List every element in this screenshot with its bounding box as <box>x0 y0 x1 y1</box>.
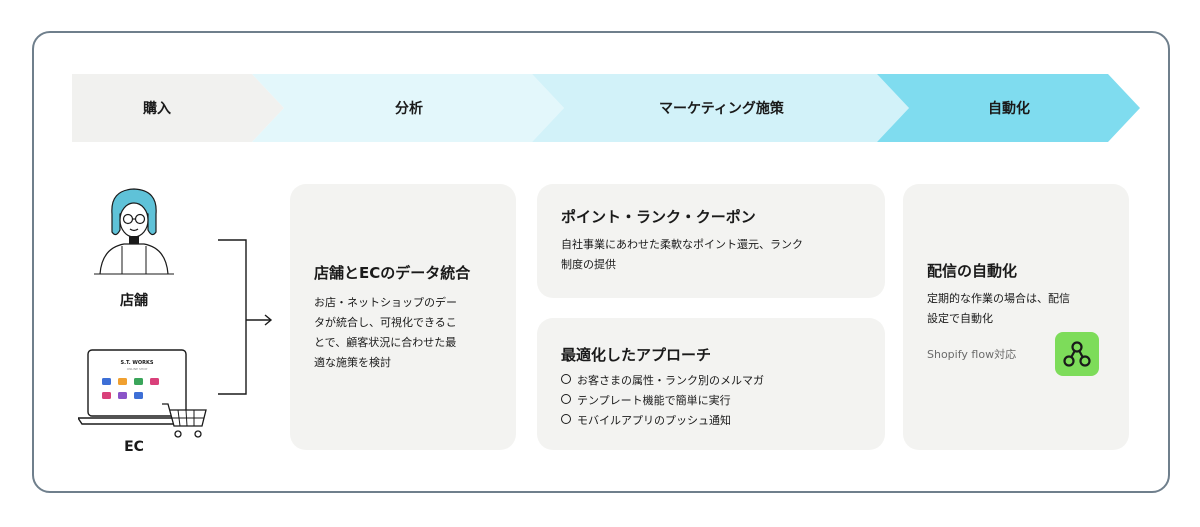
hair <box>111 188 157 236</box>
text-line: タが統合し、可視化できるこ <box>314 316 457 329</box>
store-customer-illustration <box>94 188 174 275</box>
stage-label-analysis: 分析 <box>395 101 423 117</box>
merge-connector <box>218 239 273 395</box>
stage-arrow-purchase <box>72 74 284 142</box>
approach-list: お客さまの属性・ランク別のメルマガ テンプレート機能で簡単に実行 モバイルアプリ… <box>561 371 863 431</box>
stage-label-automation: 自動化 <box>988 101 1030 117</box>
card-data-integration: 店舗とECのデータ統合 お店・ネットショップのデー タが統合し、可視化できるこ … <box>290 184 516 450</box>
laptop-brand: S.T. WORKS <box>121 360 154 366</box>
list-item-text: お客さまの属性・ランク別のメルマガ <box>577 374 764 387</box>
circle-bullet-icon <box>561 414 571 424</box>
card-title: ポイント・ランク・クーポン <box>561 208 756 226</box>
ec-laptop-illustration: S.T. WORKS ONLINE SHOP <box>78 349 207 438</box>
ec-label: EC <box>124 439 144 455</box>
shopify-flow-note: Shopify flow対応 <box>927 348 1017 361</box>
card-points-rank-coupon: ポイント・ランク・クーポン 自社事業にあわせた柔軟なポイント還元、ランク 制度の… <box>537 184 885 298</box>
card-text: お店・ネットショップのデー タが統合し、可視化できるこ とで、顧客状況に合わせた… <box>314 293 496 373</box>
list-item-text: モバイルアプリのプッシュ通知 <box>577 414 731 427</box>
stage-arrow-marketing <box>532 74 909 142</box>
store-label: 店舗 <box>120 293 148 309</box>
neck <box>129 236 139 244</box>
list-item: お客さまの属性・ランク別のメルマガ <box>561 371 863 391</box>
stage-arrows <box>72 74 1140 142</box>
text-line: 定期的な作業の場合は、配信 <box>927 292 1070 305</box>
text-line: お店・ネットショップのデー <box>314 296 457 309</box>
card-delivery-automation: 配信の自動化 定期的な作業の場合は、配信 設定で自動化 Shopify flow… <box>903 184 1129 450</box>
card-title: 配信の自動化 <box>927 262 1018 280</box>
stage-flow: 購入 分析 マーケティング施策 自動化 <box>72 74 1140 142</box>
text-line: 適な施策を検討 <box>314 356 391 369</box>
text-line: 自社事業にあわせた柔軟なポイント還元、ランク <box>561 238 803 251</box>
text-line: 設定で自動化 <box>927 312 993 325</box>
stage-label-marketing: マーケティング施策 <box>659 101 784 117</box>
shopify-flow-row: Shopify flow対応 <box>927 332 1099 376</box>
text-line: とで、顧客状況に合わせた最 <box>314 336 457 349</box>
shopify-flow-icon <box>1055 332 1099 376</box>
laptop-tagline: ONLINE SHOP <box>127 367 148 371</box>
list-item: テンプレート機能で簡単に実行 <box>561 391 863 411</box>
card-text: 自社事業にあわせた柔軟なポイント還元、ランク 制度の提供 <box>561 235 863 275</box>
stage-arrow-automation <box>877 74 1140 142</box>
circle-bullet-icon <box>561 374 571 384</box>
shoulders <box>99 243 169 275</box>
list-item: モバイルアプリのプッシュ通知 <box>561 411 863 431</box>
text-line: 制度の提供 <box>561 258 616 271</box>
list-item-text: テンプレート機能で簡単に実行 <box>577 394 731 407</box>
card-title: 最適化したアプローチ <box>561 346 712 364</box>
stage-arrow-analysis <box>252 74 564 142</box>
card-title: 店舗とECのデータ統合 <box>314 264 471 282</box>
cart-icon <box>162 403 207 438</box>
card-text: 定期的な作業の場合は、配信 設定で自動化 <box>927 289 1113 329</box>
circle-bullet-icon <box>561 394 571 404</box>
card-optimized-approach: 最適化したアプローチ お客さまの属性・ランク別のメルマガ テンプレート機能で簡単… <box>537 318 885 450</box>
stage-label-purchase: 購入 <box>143 101 171 117</box>
